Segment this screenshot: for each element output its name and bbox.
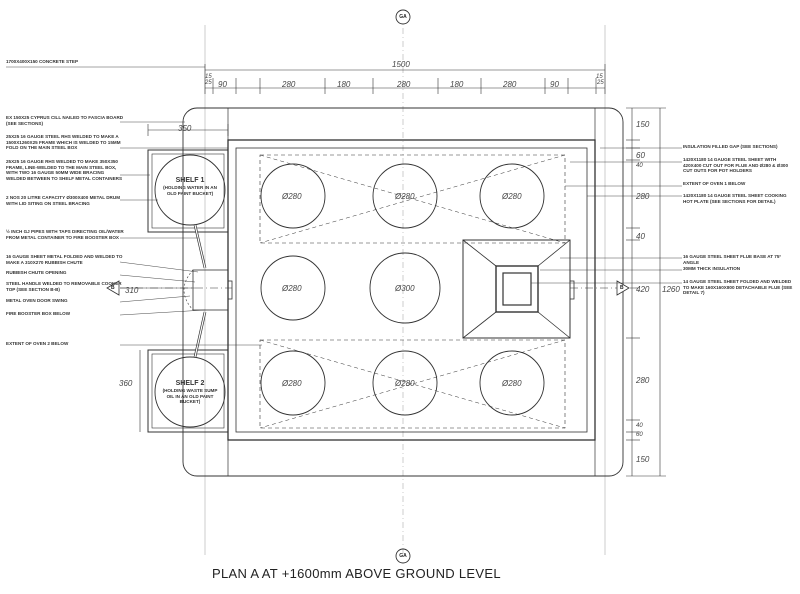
grid-tag-bottom: GA — [399, 553, 407, 559]
dim-right-seg-8: 40 — [636, 423, 643, 429]
pot-hole-7 — [372, 350, 438, 416]
shelf-2-note: (HOLDING WASTE SUMP OIL IN AN OLD PAINT … — [162, 388, 218, 405]
pot-hole-4 — [260, 255, 326, 321]
dim-right-seg-9: 60 — [636, 432, 643, 438]
drawing-title: PLAN A AT +1600mm ABOVE GROUND LEVEL — [212, 566, 501, 581]
dim-right-seg-7: 280 — [636, 376, 650, 385]
pot-label-1: Ø280 — [282, 192, 302, 201]
dim-right-seg-1: 150 — [636, 120, 650, 129]
dim-right-seg-5: 40 — [636, 232, 645, 241]
note-shelf-frame: 25x25 16 GAUGE RHS WELDED TO MAKE 350x35… — [6, 159, 123, 181]
pot-label-4: Ø280 — [282, 284, 302, 293]
shelf-1-label: SHELF 1 (HOLDING WATER IN AN OLD PAINT B… — [160, 177, 220, 196]
dim-right-seg-3: 40 — [636, 163, 643, 169]
section-marker-left — [106, 280, 120, 296]
dim-right-seg-4: 280 — [636, 192, 650, 201]
note-rhs-frame: 25x25 16 GAUGE STEEL RHS WELDED TO MAKE … — [6, 134, 121, 151]
hot-plate-sheet — [235, 147, 588, 433]
dim-top-seg-9: 25 — [597, 80, 604, 86]
note-metal-drum: 2 NOS 20 LITRE CAPACITY Ø300x400 METAL D… — [6, 195, 121, 206]
oven-2-extent — [259, 339, 566, 429]
pot-hole-5 — [369, 252, 441, 324]
note-cypress-cill: ex 150x25 CYPRUS CILL NAILED TO FASCIA B… — [6, 115, 124, 126]
shelf-1-drum — [154, 154, 226, 226]
note-steel-handle: STEEL HANDLE WELDED TO REMOVABLE COOKER … — [6, 281, 122, 292]
cill-band — [182, 107, 624, 477]
note-gj-pipes: ½ INCH GJ PIPES WITH TAPS DIRECTING OIL/… — [6, 229, 124, 240]
note-door-swing: METAL OVEN DOOR SWING — [6, 298, 68, 303]
detachable-flue — [502, 272, 532, 306]
flue-base — [462, 239, 571, 339]
rubbish-chute — [192, 269, 229, 311]
shelf-2-drum — [154, 356, 226, 428]
note-insulation-gap: INSULATION FILLED GAP (SEE SECTIONS) — [683, 144, 778, 149]
pot-hole-3 — [479, 163, 545, 229]
section-tag-right: B — [620, 285, 624, 291]
pot-label-5: Ø300 — [395, 284, 415, 293]
shelf-1-frame — [147, 149, 229, 233]
note-chute-opening: RUBBISH CHUTE OPENING — [6, 270, 67, 275]
dim-right-overall-label: 1260 — [662, 285, 680, 294]
pot-label-7: Ø280 — [395, 379, 415, 388]
dim-right-seg-10: 150 — [636, 455, 650, 464]
note-insulation: 30mm THICK INSULATION — [683, 266, 741, 271]
dim-left-mid: 310 — [125, 286, 139, 295]
pot-label-3: Ø280 — [502, 192, 522, 201]
note-steel-sheet: 1420x1180 14 GAUGE STEEL SHEET WITH 420x… — [683, 157, 789, 174]
dim-top-small-right: 15 — [596, 74, 603, 80]
oven-door-swing — [183, 269, 194, 311]
grid-tag-bottom-circle — [395, 548, 411, 564]
note-oven-2: EXTENT OF OVEN 2 BELOW — [6, 341, 69, 346]
note-fire-booster: FIRE BOOSTER BOX BELOW — [6, 311, 71, 316]
shelf-2-frame — [147, 349, 229, 433]
pot-label-2: Ø280 — [395, 192, 415, 201]
note-oven-1: EXTENT OF OVEN 1 BELOW — [683, 181, 746, 186]
pot-hole-8 — [479, 350, 545, 416]
section-tag-left: B — [111, 285, 115, 291]
shelf-1-title: SHELF 1 — [175, 177, 205, 184]
dim-top-seg-8: 90 — [550, 80, 559, 89]
grid-tag-top: GA — [399, 14, 407, 20]
flue-insulation — [495, 265, 539, 313]
grid-tag-top-circle — [395, 9, 411, 25]
dim-top-seg-5: 280 — [397, 80, 411, 89]
note-flue-base: 16 GAUGE STEEL SHEET FLUE BASE AT 75° AN… — [683, 254, 782, 265]
pot-hole-6 — [260, 350, 326, 416]
oven-1-extent — [259, 154, 566, 244]
note-concrete-step: 1700x400x150 CONCRETE STEP — [6, 59, 79, 64]
dim-top-seg-6: 180 — [450, 80, 464, 89]
note-rubbish-chute: 16 GAUGE SHEET METAL FOLDED AND WELDED T… — [6, 254, 123, 265]
pot-label-6: Ø280 — [282, 379, 302, 388]
dim-top-small-left: 15 — [205, 74, 212, 80]
note-detachable-flue: 14 GAUGE STEEL SHEET FOLDED AND WELDED T… — [683, 279, 793, 296]
dim-top-seg-3: 280 — [282, 80, 296, 89]
dim-right-seg-2: 60 — [636, 151, 645, 160]
note-hot-plate: 1420x1180 14 GAUGE STEEL SHEET COOKING H… — [683, 193, 787, 204]
pot-hole-2 — [372, 163, 438, 229]
shelf-2-title: SHELF 2 — [175, 380, 205, 387]
dim-top-seg-7: 280 — [503, 80, 517, 89]
dim-top-seg-4: 180 — [337, 80, 351, 89]
dim-top-seg-1: 25 — [205, 80, 212, 86]
dim-left-shelf-width: 350 — [178, 124, 192, 133]
steel-handle-right — [569, 280, 575, 300]
section-marker-right — [616, 280, 630, 296]
dim-right-seg-6: 420 — [636, 285, 650, 294]
pot-hole-1 — [260, 163, 326, 229]
shelf-1-note: (HOLDING WATER IN AN OLD PAINT BUCKET) — [163, 185, 217, 196]
dim-top-seg-2: 90 — [218, 80, 227, 89]
dim-left-shelf2: 360 — [119, 379, 133, 388]
dim-top-overall-label: 1500 — [392, 60, 410, 69]
pot-label-8: Ø280 — [502, 379, 522, 388]
shelf-2-label: SHELF 2 (HOLDING WASTE SUMP OIL IN AN OL… — [160, 380, 220, 405]
